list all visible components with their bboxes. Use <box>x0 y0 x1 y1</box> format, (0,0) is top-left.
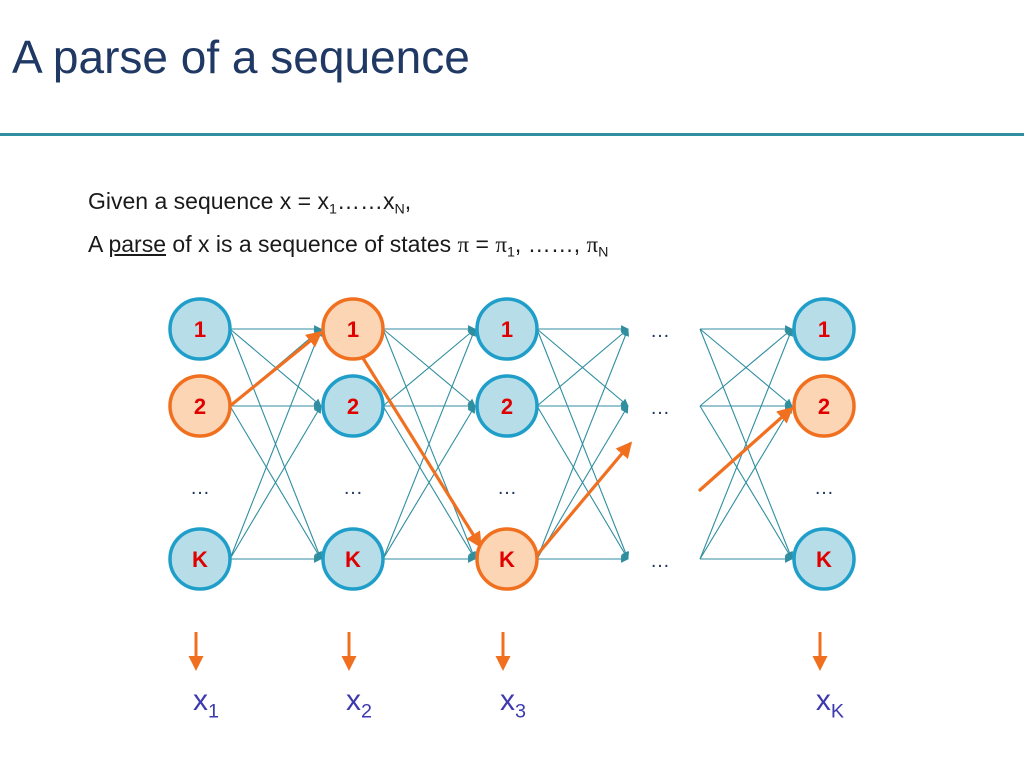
transition-edge-c1-r3-r0 <box>382 328 477 560</box>
state-label-c4-K: K <box>816 547 832 572</box>
state-label-c2-1: 1 <box>501 317 513 342</box>
title-divider <box>0 133 1024 136</box>
ellipsis-c1-r2: … <box>343 477 363 499</box>
intro-line1-prefix: Given a sequence x = x <box>88 188 330 214</box>
state-node-c2-K <box>475 527 539 591</box>
observation-subscript: 3 <box>514 700 526 723</box>
ellipsis-c4-r2: … <box>814 477 834 499</box>
state-label-c1-K: K <box>345 547 361 572</box>
transition-edge-c0-r3-r1 <box>229 405 322 560</box>
transition-edge-c0-r3-r0 <box>229 328 323 560</box>
state-node-c2-1 <box>475 297 539 361</box>
state-label-c2-K: K <box>499 547 515 572</box>
pi-symbol-N: π <box>586 232 599 257</box>
emission-arrows <box>188 632 828 671</box>
state-node-c2-2 <box>475 374 539 438</box>
transition-edges <box>229 325 794 563</box>
observation-symbol: x <box>345 684 361 717</box>
intro-line-1: Given a sequence x = x1……xN, <box>88 188 412 218</box>
observation-symbol: x <box>499 684 515 717</box>
state-label-c2-2: 2 <box>501 394 513 419</box>
state-node-c1-1 <box>321 297 385 361</box>
intro-line2-sub1: 1 <box>506 244 515 261</box>
observation-symbol: x <box>815 684 831 717</box>
state-label-c0-2: 2 <box>194 394 206 419</box>
state-node-c1-K <box>321 527 385 591</box>
observation-label-1: x2 <box>319 684 399 721</box>
observation-subscript: 2 <box>360 700 372 723</box>
state-node-c4-K <box>792 527 856 591</box>
state-label-c4-1: 1 <box>818 317 830 342</box>
state-label-c1-2: 2 <box>347 394 359 419</box>
observation-subscript: 1 <box>207 700 219 723</box>
observation-symbol: x <box>192 684 208 717</box>
parse-term: parse <box>108 231 167 257</box>
intro-line2-mid: of x is a sequence of states <box>166 231 458 257</box>
ellipsis-c0-r2: … <box>190 477 210 499</box>
transition-edge-c3-r1-r0 <box>699 328 793 407</box>
transition-edge-c2-r1-r0 <box>536 328 629 407</box>
observation-subscript: K <box>830 700 845 723</box>
transition-edge-c3-r3-r1 <box>699 405 793 560</box>
observation-label-4: xK <box>790 684 870 721</box>
parse-edge-3 <box>535 441 633 557</box>
state-label-c4-2: 2 <box>818 394 830 419</box>
pi-symbol-1: π <box>495 232 507 257</box>
state-node-c0-2 <box>168 374 232 438</box>
ellipsis-c3-r0: … <box>650 320 670 342</box>
parse-edge-4 <box>698 406 794 492</box>
slide-title: A parse of a sequence <box>12 31 470 83</box>
intro-line2-dots: , ……, <box>514 231 587 257</box>
state-label-c0-1: 1 <box>194 317 206 342</box>
intro-line2-subN: N <box>598 244 609 261</box>
transition-edge-c1-r3-r1 <box>382 405 476 560</box>
intro-line1-subN: N <box>394 201 405 218</box>
state-node-c0-1 <box>168 297 232 361</box>
transition-edge-c1-r1-r0 <box>382 328 476 407</box>
observation-label-0: x1 <box>166 684 246 721</box>
intro-line1-mid: ……x <box>336 188 395 214</box>
transition-edge-c2-r3-r0 <box>536 328 630 560</box>
pi-symbol: π <box>457 232 470 257</box>
intro-line1-sub1: 1 <box>329 201 337 218</box>
intro-line1-suffix: , <box>404 188 412 214</box>
parse-path <box>228 330 794 557</box>
state-node-c1-2 <box>321 374 385 438</box>
intro-line2-eq: = <box>469 231 496 257</box>
observation-label-2: x3 <box>473 684 553 721</box>
intro-line2-prefix: A <box>88 231 109 257</box>
intro-line-2: A parse of x is a sequence of states π =… <box>88 231 609 261</box>
state-node-c4-1 <box>792 297 856 361</box>
transition-edge-c2-r3-r1 <box>536 405 629 560</box>
state-node-c0-K <box>168 527 232 591</box>
ellipsis-c3-r1: … <box>650 397 670 419</box>
state-nodes: 1 2 … K 1 2 … K 1 2 … K … … … 1 2 … K <box>168 297 856 591</box>
ellipsis-c3-r3: … <box>650 550 670 572</box>
state-node-c4-2 <box>792 374 856 438</box>
state-label-c0-K: K <box>192 547 208 572</box>
state-label-c1-1: 1 <box>347 317 359 342</box>
transition-edge-c3-r3-r0 <box>699 328 794 560</box>
parse-edge-2 <box>361 357 482 549</box>
parse-edge-1 <box>228 330 323 408</box>
ellipsis-c2-r2: … <box>497 477 517 499</box>
